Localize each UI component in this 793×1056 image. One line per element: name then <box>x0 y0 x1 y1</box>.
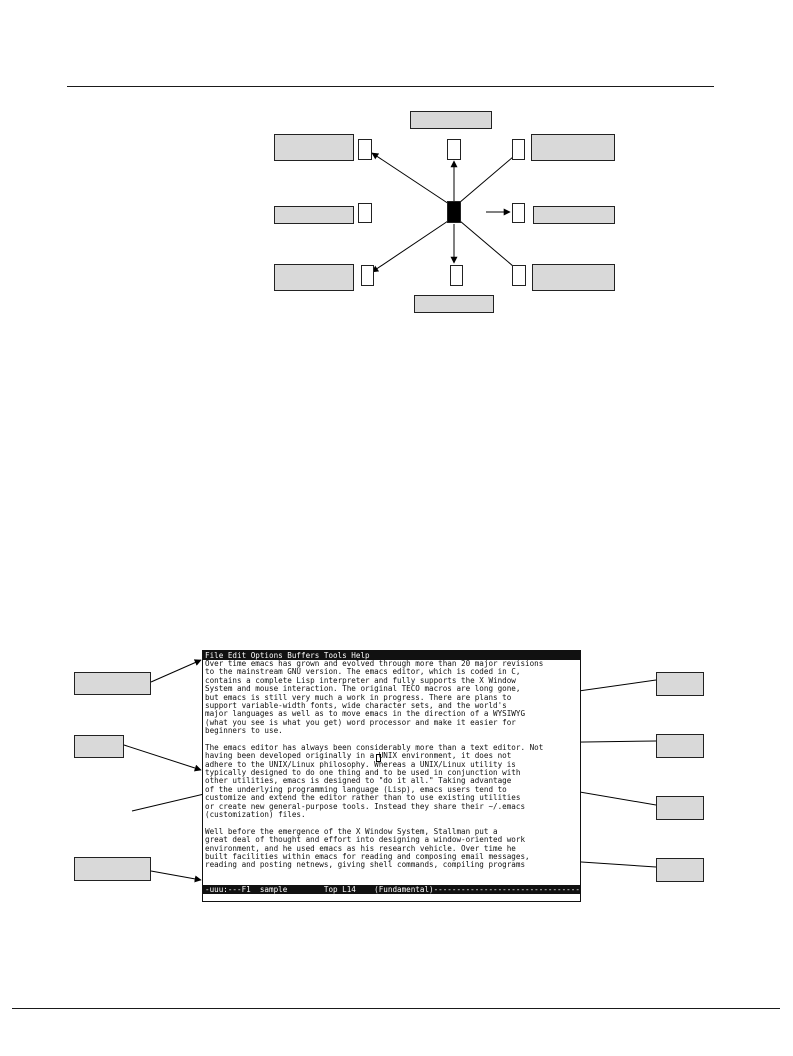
emacs-window: File Edit Options Buffers Tools Help Ove… <box>202 650 581 902</box>
callout-box-menubar <box>74 672 151 695</box>
emacs-buffer-line: Well before the emergence of the X Windo… <box>205 826 498 836</box>
callout-box-window <box>74 735 124 758</box>
key-cell-left <box>358 203 372 223</box>
key-cell-up-left <box>358 139 372 160</box>
emacs-buffer-line: environment, and he used emacs as his re… <box>205 843 516 853</box>
key-cell-down <box>450 265 463 286</box>
key-cell-up-right <box>512 139 525 160</box>
emacs-buffer-line: but emacs is still very much a work in p… <box>205 692 512 702</box>
label-box-top-left <box>274 134 354 161</box>
emacs-buffer-line: built facilities within emacs for readin… <box>205 851 530 861</box>
key-cell-up <box>447 139 461 160</box>
emacs-buffer-line: great deal of thought and effort into de… <box>205 835 526 845</box>
label-box-bottom <box>414 295 494 313</box>
arrow-down-right <box>459 220 521 273</box>
callout-arrow-modeline <box>150 870 202 883</box>
callout-arrow-menubar <box>150 659 202 683</box>
top-rule <box>67 86 714 87</box>
arrow-up-right <box>458 150 521 204</box>
emacs-buffer-line: other utilities, emacs is designed to "d… <box>205 776 512 786</box>
label-box-left <box>274 206 354 224</box>
emacs-menubar[interactable]: File Edit Options Buffers Tools Help <box>203 651 580 660</box>
emacs-buffer-line: having been developed originally in a UN… <box>205 751 512 761</box>
emacs-buffer-line: major languages as well as to move emacs… <box>205 709 526 719</box>
emacs-buffer-line: typically designed to do one thing and t… <box>205 768 521 778</box>
emacs-buffer-line: support variable-width fonts, wide chara… <box>205 700 507 710</box>
emacs-buffer-line: customize and extend the editor rather t… <box>205 793 521 803</box>
emacs-buffer-line: (customization) files. <box>205 810 306 820</box>
emacs-buffer[interactable]: Over time emacs has grown and evolved th… <box>203 659 580 870</box>
emacs-buffer-line: contains a complete Lisp interpreter and… <box>205 675 516 685</box>
label-box-top <box>410 111 492 129</box>
emacs-buffer-line: The emacs editor has always been conside… <box>205 742 544 752</box>
emacs-buffer-line: to the mainstream GNU version. The emacs… <box>205 667 521 677</box>
arrow-up-left <box>371 152 450 205</box>
callout-box-point <box>656 734 704 758</box>
emacs-modeline: -uuu:---F1 sample Top L14 (Fundamental)-… <box>203 885 581 894</box>
cursor-block <box>447 201 461 223</box>
key-cell-down-right <box>512 265 526 286</box>
label-box-right <box>533 206 615 224</box>
callout-box-buffer <box>656 672 704 696</box>
key-cell-right <box>512 203 525 223</box>
emacs-buffer-line: (what you see is what you get) word proc… <box>205 717 516 727</box>
callout-box-modeline <box>74 857 151 881</box>
key-cell-down-left <box>361 265 374 286</box>
emacs-buffer-line: Over time emacs has grown and evolved th… <box>205 659 544 668</box>
arrow-down-left <box>371 220 449 273</box>
emacs-buffer-line: or create new general-purpose tools. Ins… <box>205 801 526 811</box>
emacs-buffer-line: of the underlying programming language (… <box>205 784 507 794</box>
bottom-rule <box>12 1008 780 1009</box>
callout-box-cursor <box>656 796 704 820</box>
callout-arrow-window <box>123 744 202 772</box>
label-box-bottom-left <box>274 264 354 291</box>
emacs-buffer-line: beginners to use. <box>205 726 283 736</box>
emacs-buffer-line: System and mouse interaction. The origin… <box>205 684 521 694</box>
callout-box-text <box>656 858 704 882</box>
label-box-top-right <box>531 134 615 161</box>
emacs-buffer-line: adhere to the UNIX/Linux philosophy. Whe… <box>205 759 516 769</box>
label-box-bottom-right <box>532 264 615 291</box>
emacs-buffer-line: reading and posting netnews, giving shel… <box>205 860 526 870</box>
emacs-text-cursor <box>376 754 381 762</box>
